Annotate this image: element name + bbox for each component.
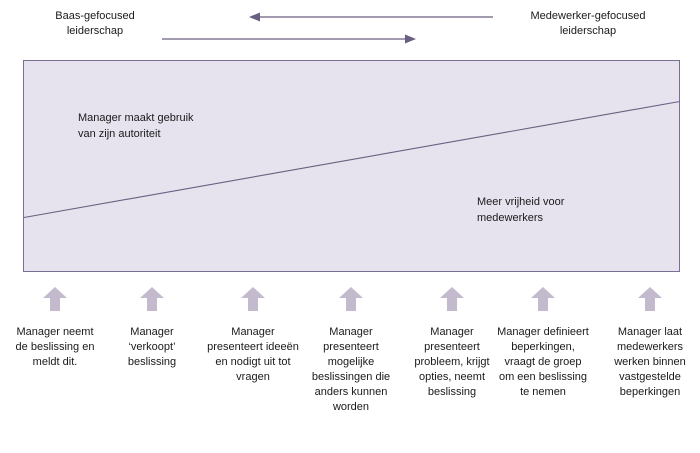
- stage-label: Manager ‘verkoopt’ beslissing: [127, 326, 177, 368]
- arrow-right-icon: [162, 34, 416, 44]
- boss-focused-leadership-label: Baas-gefocused leiderschap: [55, 10, 135, 37]
- diagonal-divider: [24, 101, 679, 219]
- up-arrow-icon: [339, 287, 363, 311]
- stage-1: Manager neemt de beslissing en meldt dit…: [9, 287, 101, 370]
- up-arrow-icon: [531, 287, 555, 311]
- stage-label: Manager presenteert ideeën en nodigt uit…: [207, 326, 299, 383]
- stage-3: Manager presenteert ideeën en nodigt uit…: [207, 287, 299, 385]
- stage-4: Manager presenteert mogelijke beslissing…: [305, 287, 397, 415]
- manager-authority-text: Manager maakt gebruik van zijn autoritei…: [78, 112, 194, 140]
- direction-arrows: [162, 12, 493, 44]
- stage-7: Manager laat medewerkers werken binnen v…: [604, 287, 696, 400]
- up-arrow-icon: [241, 287, 265, 311]
- employee-freedom-text: Meer vrijheid voor medewerkers: [477, 196, 565, 224]
- stage-label: Manager definieert beperkingen, vraagt d…: [497, 326, 589, 398]
- stage-5: Manager presenteert probleem, krijgt opt…: [406, 287, 498, 400]
- stage-label: Manager presenteert probleem, krijgt opt…: [414, 326, 490, 398]
- up-arrow-icon: [440, 287, 464, 311]
- stage-label: Manager neemt de beslissing en meldt dit…: [15, 326, 95, 368]
- stage-2: Manager ‘verkoopt’ beslissing: [106, 287, 198, 370]
- up-arrow-icon: [43, 287, 67, 311]
- stage-label: Manager presenteert mogelijke beslissing…: [311, 326, 391, 413]
- employee-focused-leadership-label: Medewerker-gefocused leiderschap: [530, 10, 646, 37]
- stage-6: Manager definieert beperkingen, vraagt d…: [497, 287, 589, 400]
- up-arrow-icon: [140, 287, 164, 311]
- arrow-left-icon: [249, 12, 493, 22]
- leadership-continuum-box: Manager maakt gebruik van zijn autoritei…: [23, 60, 680, 272]
- up-arrow-icon: [638, 287, 662, 311]
- stage-label: Manager laat medewerkers werken binnen v…: [614, 326, 686, 398]
